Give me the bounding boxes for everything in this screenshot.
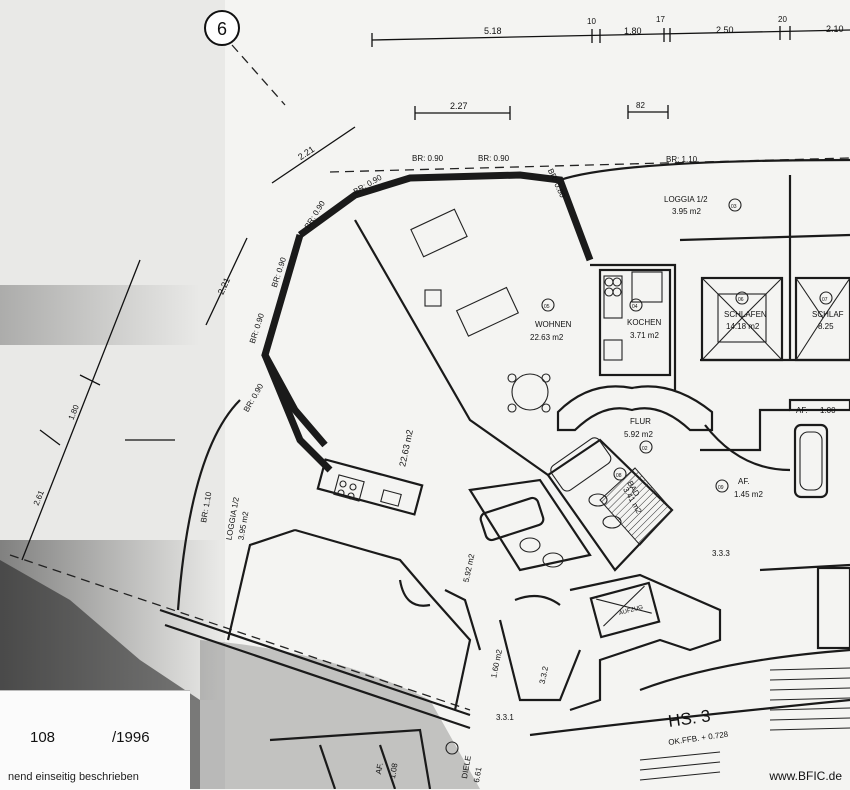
upper-bathroom xyxy=(548,436,672,570)
room-flur: FLUR 5.92 m2 02 xyxy=(624,417,653,453)
svg-text:3.95 m2: 3.95 m2 xyxy=(672,207,701,216)
dimension-label: 20 xyxy=(778,15,787,24)
svg-text:1.45 m2: 1.45 m2 xyxy=(734,490,763,499)
room-flur-lower: 5.92 m2 xyxy=(462,553,477,584)
bedroom-skylights xyxy=(702,278,850,360)
top-dimension-chain: 5.18 10 1.80 17 2.50 20 2.10 xyxy=(372,15,850,47)
section-marker-label: 6 xyxy=(217,19,227,39)
room-loggia-upper: LOGGIA 1/2 3.95 m2 03 xyxy=(664,195,741,216)
card-note: nend einseitig beschrieben xyxy=(8,771,139,783)
room-schlafen: 06 SCHLAFEN 14.18 m2 xyxy=(724,292,767,331)
card-year: /1996 xyxy=(112,729,150,746)
living-furniture xyxy=(411,209,550,412)
room-kochen: 04 KOCHEN 3.71 m2 xyxy=(627,299,661,340)
hallway-arch xyxy=(558,386,790,470)
watermark: www.BFIC.de xyxy=(769,769,842,783)
svg-text:1.60 m2: 1.60 m2 xyxy=(489,648,504,679)
svg-text:1.00: 1.00 xyxy=(820,406,836,415)
svg-text:03: 03 xyxy=(731,204,737,210)
dimension-label: 17 xyxy=(656,15,665,24)
svg-text:SCHLAF: SCHLAF xyxy=(812,310,844,319)
stair-label: HS. 3 xyxy=(667,706,712,731)
svg-text:04: 04 xyxy=(632,304,638,310)
svg-text:02: 02 xyxy=(642,446,648,452)
svg-text:SCHLAFEN: SCHLAFEN xyxy=(724,310,767,319)
svg-text:LOGGIA 1/2: LOGGIA 1/2 xyxy=(664,195,708,204)
svg-text:08: 08 xyxy=(616,473,622,479)
window-label: BR: 0.90 xyxy=(242,382,266,414)
dimension-label: 2.10 xyxy=(826,24,844,34)
svg-text:6.61: 6.61 xyxy=(472,766,484,783)
svg-text:5.92 m2: 5.92 m2 xyxy=(462,553,477,584)
dimension-label: 2.50 xyxy=(716,25,734,35)
svg-text:14.18 m2: 14.18 m2 xyxy=(726,322,760,331)
dimension-label: 10 xyxy=(587,17,596,26)
svg-text:WOHNEN: WOHNEN xyxy=(535,320,572,329)
svg-text:8.25: 8.25 xyxy=(818,322,834,331)
dimension-label: 1.80 xyxy=(624,26,642,36)
window-label: BR: 0.90 xyxy=(478,154,510,163)
scan-shading xyxy=(0,0,480,789)
window-label: BR: 1.10 xyxy=(666,155,698,164)
svg-text:09: 09 xyxy=(718,485,724,491)
dimension-label: 82 xyxy=(636,101,645,110)
svg-text:3.95 m2: 3.95 m2 xyxy=(236,510,250,541)
svg-text:22.63 m2: 22.63 m2 xyxy=(530,333,564,342)
svg-text:AF.: AF. xyxy=(796,406,808,415)
svg-text:06: 06 xyxy=(738,297,744,303)
room-wohnen-lower: 22.63 m2 xyxy=(397,429,415,468)
room-schlaf: 07 SCHLAF 8.25 xyxy=(812,292,844,331)
hallway-code: 3.3.1 xyxy=(496,713,514,722)
archive-label-card: 108 /1996 nend einseitig beschrieben xyxy=(0,690,190,790)
svg-text:3.71 m2: 3.71 m2 xyxy=(630,331,659,340)
room-wohnen: 05 WOHNEN 22.63 m2 xyxy=(530,299,572,342)
window-label: BR: 0.90 xyxy=(248,312,266,345)
dimension-label: 5.18 xyxy=(484,26,502,36)
svg-text:FLUR: FLUR xyxy=(630,417,651,426)
window-labels: BR: 0.90 BR: 0.90 BR: 0.90 BR: 0.90 BR: … xyxy=(199,154,698,523)
svg-text:KOCHEN: KOCHEN xyxy=(627,318,661,327)
lift-label: AUFZUG xyxy=(618,605,644,617)
hallway-code: 3.3.2 xyxy=(538,665,551,685)
svg-text:07: 07 xyxy=(822,297,828,303)
window-label: BR: 0.90 xyxy=(412,154,444,163)
svg-text:5.92 m2: 5.92 m2 xyxy=(624,430,653,439)
room-loggia-lower: LOGGIA 1/2 3.95 m2 xyxy=(224,496,250,541)
stair-sublabel: OK.FFB. + 0.728 xyxy=(668,730,729,747)
svg-text:AF.: AF. xyxy=(738,477,750,486)
dimension-label: 2.27 xyxy=(450,101,468,111)
stair-hall xyxy=(500,565,850,780)
room-af: 09 AF. 1.45 m2 xyxy=(716,477,763,499)
card-number: 108 xyxy=(30,729,55,746)
svg-text:05: 05 xyxy=(544,304,550,310)
hallway-code: 3.3.3 xyxy=(712,549,730,558)
room-small-lower: 1.60 m2 xyxy=(489,648,504,679)
svg-text:22.63 m2: 22.63 m2 xyxy=(397,429,415,468)
